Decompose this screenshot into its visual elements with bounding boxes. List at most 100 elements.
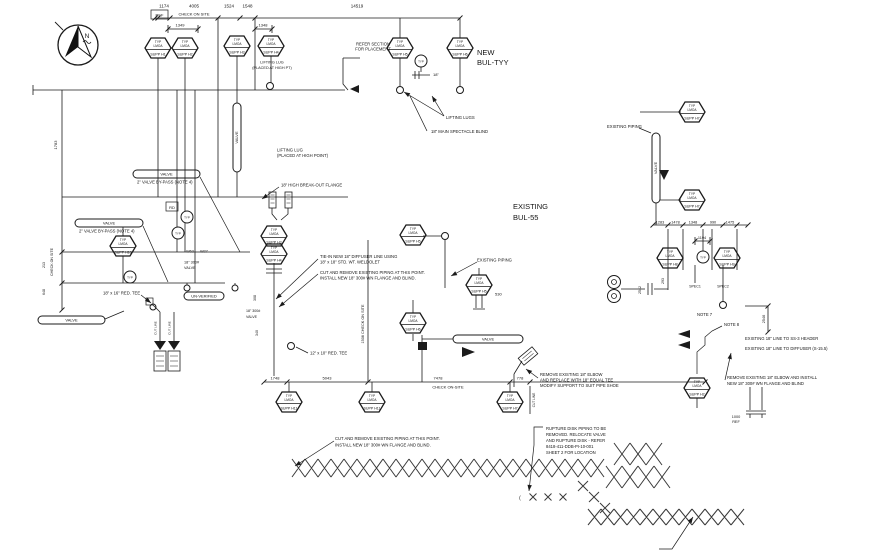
- valve-callouts: VALVEVALVEVALVEVALVEUN-VERIFIEDVALVEVALV…: [37, 102, 661, 344]
- leader-arrowhead-icon: [526, 369, 533, 375]
- dim-tick: [700, 222, 706, 228]
- drawing-text-label: NEW: [477, 48, 495, 57]
- support-tag-lmoa: LMOA: [722, 254, 732, 258]
- lug-circle: [266, 82, 274, 90]
- typ-circle: TYP: [180, 210, 194, 224]
- leader-line: [403, 91, 445, 117]
- dim-tick: [527, 379, 533, 385]
- x-hatch-chain: [291, 458, 605, 478]
- dim-tick: [457, 15, 463, 21]
- leader-line: [638, 127, 652, 134]
- dim-tick: [765, 329, 771, 335]
- drawing-text-label: SPEC1: [689, 285, 701, 289]
- cut-line-arrow-1-icon: [154, 341, 166, 350]
- drawing-text-label: 293: [661, 278, 665, 284]
- support-tag-number: SUPP H10: [114, 250, 131, 254]
- drawing-text-label: EXISTING PIPING: [607, 124, 642, 129]
- drawing-text-label: 2542: [638, 286, 642, 294]
- support-tag-number: SUPP H11: [280, 406, 297, 410]
- drawing-text-label: 2546: [762, 315, 766, 323]
- support-tag-number: SUPP H5: [471, 289, 486, 293]
- drawing-text-label: CUT LINE: [168, 321, 172, 335]
- drawing-text-label: VALVE: [184, 266, 196, 270]
- drawing-text-label: NOTE 8: [724, 322, 740, 327]
- support-tag-lmoa: LMOA: [665, 254, 675, 258]
- cut-line-box-2: [167, 350, 181, 372]
- support-tag-typ: TYP: [410, 227, 416, 231]
- drawing-text-label: EXISTING 18" LINE TO DIFFUSER (S-15.5): [745, 346, 828, 351]
- valve-callout: VALVE: [651, 132, 661, 204]
- lug-circle: [719, 301, 727, 309]
- leader-line: [294, 440, 335, 467]
- drawing-text-label: 18" x 16" RED. TEE: [103, 291, 140, 296]
- valve-callout: VALVE: [37, 315, 106, 325]
- dim-tick: [665, 222, 671, 228]
- anchor-symbol: [418, 342, 427, 350]
- dim-tick: [680, 222, 686, 228]
- dim-tick: [702, 379, 708, 385]
- dim-tick: [745, 222, 751, 228]
- drawing-text-label: 213: [42, 262, 46, 268]
- drawing-text-label: 1748: [271, 376, 281, 381]
- rotated-flag-tag: [517, 346, 539, 366]
- x-hatch-cross: [544, 493, 552, 501]
- drawing-text-label: MODIFY SUPPORT TO SUIT PIPE SHOE: [540, 383, 619, 388]
- drawing-text-label: REMOVED. RELOCATE VALVE: [546, 432, 606, 437]
- lug-circle: [456, 86, 464, 94]
- drawing-text-label: CHECK ON SITE: [178, 12, 209, 17]
- drawing-text-label: 18": [433, 72, 439, 77]
- support-tag-number: SUPP H11: [363, 406, 380, 410]
- support-tag-number: SUPP H5: [405, 239, 420, 243]
- support-tag-typ: TYP: [476, 277, 482, 281]
- drawing-text-label: CUT LINE: [532, 393, 536, 407]
- dim-tick: [261, 379, 267, 385]
- drawing-text-label: (PLACED AT HIGH POINT): [277, 153, 329, 158]
- support-tag-number: SUPP H3: [229, 50, 244, 54]
- support-tag-lmoa: LMOA: [395, 44, 405, 48]
- drawing-text-label: NOTE 7: [697, 312, 713, 317]
- typ-circle-label: TYP: [184, 215, 190, 219]
- x-hatch-chain: [605, 465, 671, 489]
- flow-arrow-down-icon: [659, 170, 669, 180]
- x-hatch-cross: [599, 502, 611, 514]
- drawing-text-label: AND REPLACE WITH 18" EQUAL TEE: [540, 378, 613, 383]
- drawing-text-label: 340: [255, 330, 259, 336]
- tag-hatch-lines: [156, 194, 291, 367]
- dim-tick: [152, 15, 158, 21]
- drawing-text-label: SPEC2: [717, 285, 729, 289]
- leader-arrowhead-icon: [527, 484, 532, 491]
- support-tag-typ: TYP: [286, 394, 292, 398]
- drawing-text-label: 1348: [689, 221, 697, 225]
- drawing-text-label: FOR PLACEMENT: [355, 47, 391, 52]
- drawing-text-label: 18" HIGH BREAK-OUT FLANGE: [281, 183, 342, 188]
- dim-tick: [692, 238, 698, 244]
- leader-line: [409, 95, 428, 132]
- drawing-text-label: 308: [253, 295, 257, 301]
- drawing-text-label: 1475: [726, 221, 734, 225]
- support-tag-number: SUPP H6: [452, 52, 467, 56]
- dim-tick: [195, 26, 201, 32]
- drawing-text-label: VALVE: [246, 315, 258, 319]
- support-tag-number: SUPP H6: [405, 327, 420, 331]
- valve-callout-label: VALVE: [65, 318, 78, 323]
- leader-arrowhead-icon: [262, 193, 269, 199]
- drawing-text-label: 778: [517, 376, 524, 381]
- drawing-text-label: 5043: [323, 376, 333, 381]
- small-flag-box: [145, 297, 154, 306]
- support-tag-typ: TYP: [667, 250, 673, 254]
- support-tag-lmoa: LMOA: [455, 44, 465, 48]
- drawing-text-label: CHECK ON SITE: [50, 247, 54, 276]
- dim-tick: [765, 303, 771, 309]
- drawing-text-label: INSTALL NEW 18" 300# WN FLANGE AND BLIND…: [335, 443, 431, 448]
